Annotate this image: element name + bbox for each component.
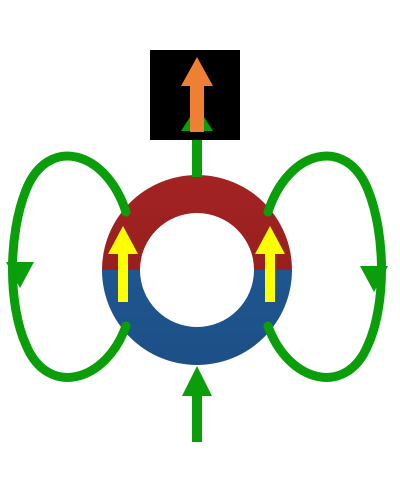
field-line-top [192,130,202,177]
ring-north-half [102,175,292,270]
field-line-bottom [192,392,202,442]
ring-magnet [102,175,292,365]
ring-south-half [102,270,292,365]
magnetization-arrow-icon [255,226,285,302]
field-line-arrow-icon [6,262,34,288]
field-line-arrow-icon [182,366,212,396]
magnetization-arrow-icon [108,226,138,302]
field-lines [6,130,388,442]
output-box [150,50,240,140]
field-line-arrow-icon [360,266,388,292]
magnetization-arrows [108,226,285,302]
output-arrow-icon [181,57,213,132]
